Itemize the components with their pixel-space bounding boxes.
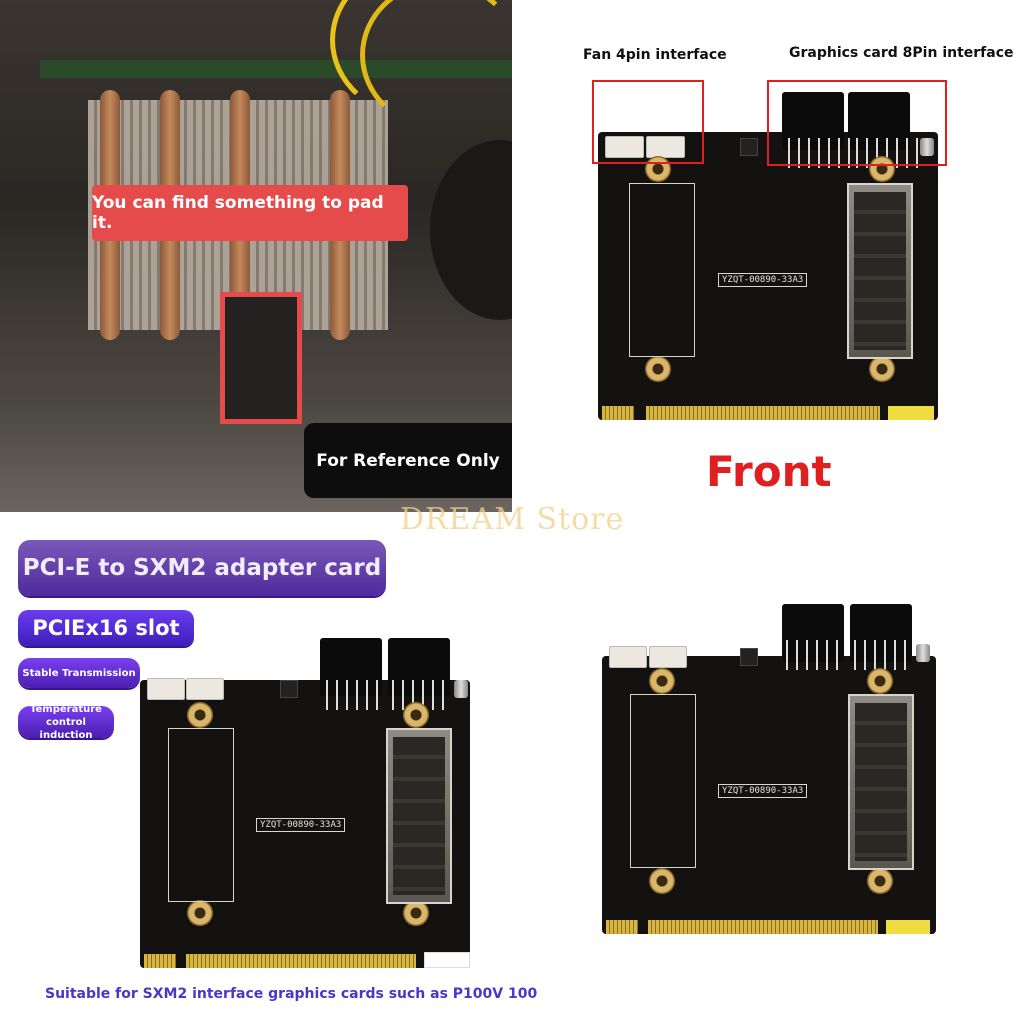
mounting-hole	[649, 668, 675, 694]
fan-connector	[186, 678, 225, 700]
fan-connector	[146, 678, 185, 700]
store-watermark: DREAM Store	[400, 502, 625, 537]
mounting-hole	[403, 702, 429, 728]
adapter-board-angled: YZQT-00890-33A3	[140, 628, 470, 968]
mounting-hole	[649, 868, 675, 894]
mounting-hole	[187, 702, 213, 728]
pcie-end-tab	[424, 952, 470, 968]
temperature-control-badge: Temperature control induction	[18, 704, 114, 741]
fan-connector	[604, 136, 645, 158]
pcie-end-tab	[886, 920, 930, 934]
pcie-gold-fingers-short	[606, 920, 638, 934]
reference-only-label: For Reference Only	[304, 423, 512, 498]
chip	[740, 138, 758, 156]
mounting-hole	[869, 356, 895, 382]
graphics-interface-label: Graphics card 8Pin interface	[789, 45, 1014, 61]
pcie-gold-fingers	[648, 920, 878, 934]
sxm-outline	[629, 183, 695, 357]
sxm-socket	[848, 694, 914, 870]
compatibility-note: Suitable for SXM2 interface graphics car…	[45, 986, 538, 1002]
capacitor	[916, 644, 930, 662]
mounting-hole	[645, 156, 671, 182]
header-pins	[788, 138, 850, 168]
pcie-gold-fingers	[186, 954, 416, 968]
mounting-hole	[869, 156, 895, 182]
header-pins	[786, 640, 844, 670]
mounting-hole	[403, 900, 429, 926]
adapter-board-front: YZQT-00890-33A3	[598, 80, 938, 420]
pcie-gold-fingers-short	[602, 406, 634, 420]
sxm-outline	[630, 694, 696, 868]
fan-connector	[648, 646, 688, 668]
chip	[280, 680, 298, 698]
power-wire	[360, 0, 512, 130]
mounting-hole	[867, 868, 893, 894]
mounting-hole	[187, 900, 213, 926]
fan-connector	[608, 646, 648, 668]
part-number: YZQT-00890-33A3	[256, 818, 346, 832]
pcie-gold-fingers-short	[144, 954, 176, 968]
graphics-interface-highlight	[767, 80, 947, 166]
fan-interface-label: Fan 4pin interface	[583, 47, 727, 63]
capacitor	[920, 138, 934, 156]
sxm-outline	[168, 728, 234, 902]
fan-shadow	[430, 140, 512, 320]
adapter-board-bottom-right: YZQT-00890-33A3	[602, 604, 936, 934]
mounting-hole	[867, 668, 893, 694]
pad-hint-label: You can find something to pad it.	[92, 185, 408, 241]
capacitor	[454, 680, 468, 698]
header-pins	[854, 640, 912, 670]
sxm-socket	[386, 728, 452, 904]
fan-interface-highlight	[592, 80, 704, 164]
pcie-slot-badge: PCIEx16 slot	[18, 610, 194, 646]
part-number: YZQT-00890-33A3	[718, 784, 808, 798]
header-pins	[326, 680, 384, 710]
pad-highlight-box	[220, 292, 302, 424]
installation-photo: You can find something to pad it. For Re…	[0, 0, 512, 512]
chip	[740, 648, 758, 666]
part-number: YZQT-00890-33A3	[718, 273, 808, 287]
pcie-gold-fingers	[646, 406, 880, 420]
pcie-end-tab	[888, 406, 934, 420]
sxm-socket	[847, 183, 913, 359]
mounting-hole	[645, 356, 671, 382]
power-wire	[330, 0, 510, 120]
product-title-banner: PCI-E to SXM2 adapter card	[18, 540, 386, 596]
stable-transmission-badge: Stable Transmission	[18, 658, 140, 688]
front-side-label: Front	[706, 447, 832, 496]
